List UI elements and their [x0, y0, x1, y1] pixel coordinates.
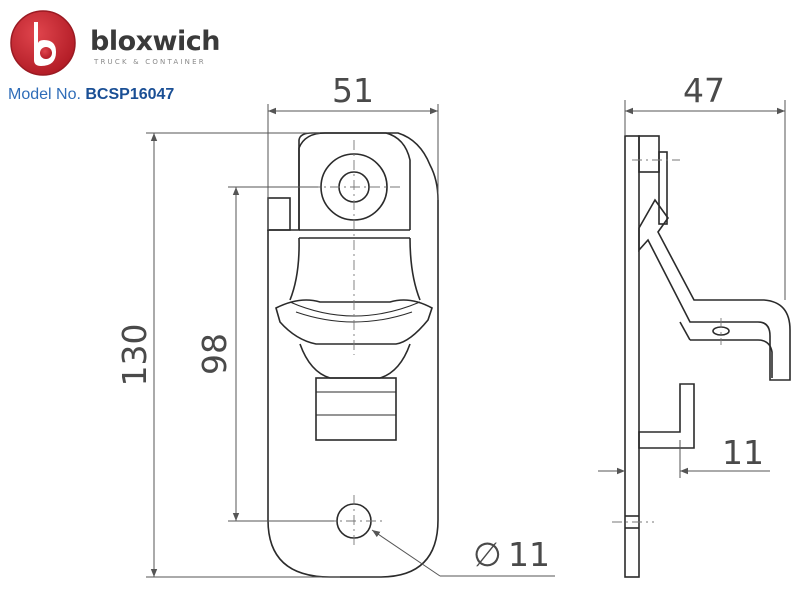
brand-tagline: TRUCK & CONTAINER: [94, 58, 206, 66]
dim-label-side-hook: 11: [722, 433, 764, 472]
dim-side-hook: [598, 440, 770, 478]
dim-label-hole-diameter: 11: [508, 535, 550, 574]
dim-label-side-depth: 47: [683, 71, 725, 110]
dim-hole-spacing: [228, 186, 334, 522]
model-label: Model No.: [8, 86, 81, 103]
dim-hole-diameter: [371, 529, 555, 577]
model-value: BCSP16047: [85, 86, 175, 103]
dim-label-hole-spacing: 98: [195, 333, 234, 375]
dim-front-height: [146, 132, 340, 578]
front-centerlines: [310, 140, 400, 548]
dim-label-front-width: 51: [332, 71, 374, 110]
side-centerlines: [612, 159, 722, 523]
dim-front-width: [267, 104, 439, 230]
front-view: [267, 132, 439, 578]
dim-label-diameter-symbol: ∅: [473, 535, 502, 574]
bloxwich-logo-icon: [10, 10, 76, 76]
brand-logo: bloxwich TRUCK & CONTAINER: [8, 8, 238, 78]
brand-name: bloxwich: [90, 26, 220, 57]
dim-side-depth: [624, 100, 786, 300]
side-view: [624, 135, 791, 578]
dim-label-front-height: 130: [115, 324, 154, 387]
model-number: Model No. BCSP16047: [8, 86, 174, 104]
